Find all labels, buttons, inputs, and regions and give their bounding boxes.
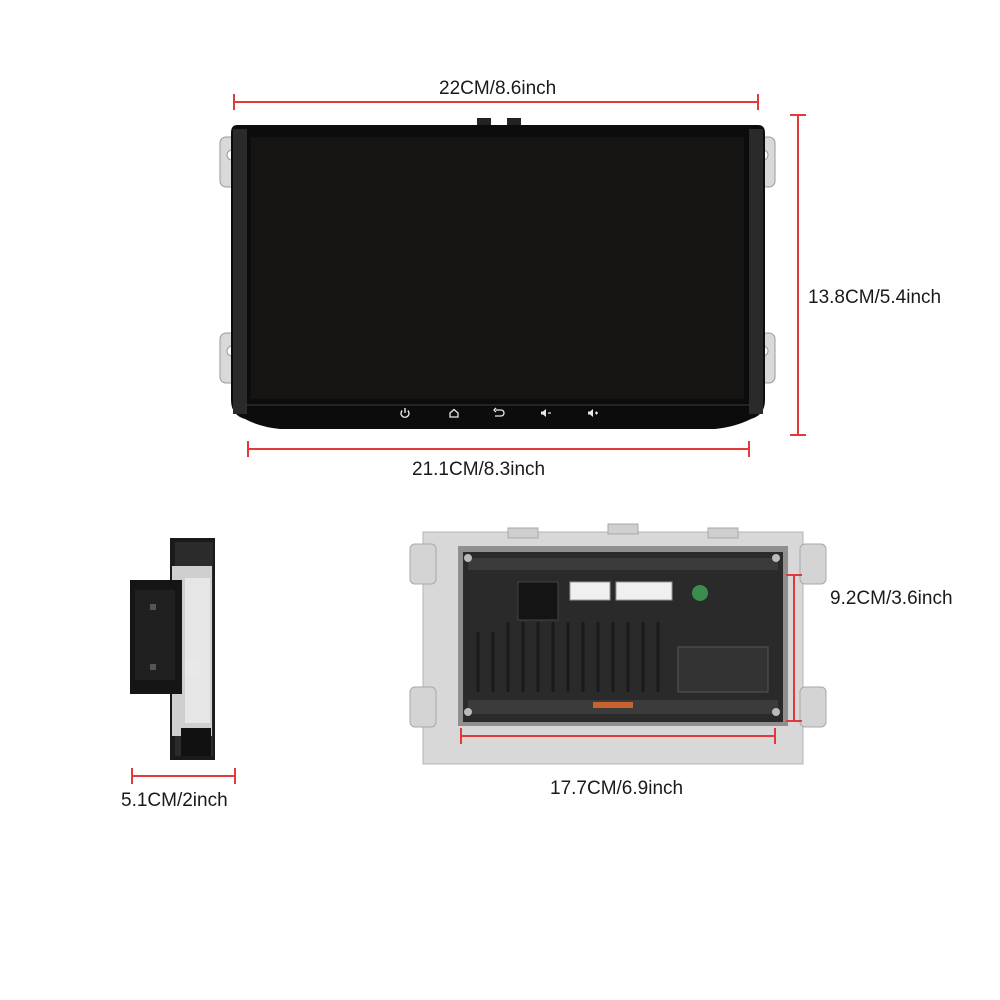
rear-width-line (460, 728, 776, 744)
front-top-width-label: 22CM/8.6inch (439, 78, 557, 99)
rear-width-label: 17.7CM/6.9inch (550, 778, 684, 799)
rear-height-label: 9.2CM/3.6inch (830, 588, 953, 609)
home-icon[interactable] (448, 407, 460, 419)
front-bottom-width-line (247, 441, 750, 457)
side-depth-line (131, 768, 236, 784)
front-height-line (790, 114, 806, 436)
front-height-label: 13.8CM/5.4inch (808, 287, 942, 308)
power-icon[interactable] (399, 407, 411, 419)
back-icon[interactable] (492, 407, 505, 419)
side-depth-label: 5.1CM/2inch (121, 790, 228, 811)
rear-view-unit (409, 523, 827, 765)
front-head-unit (219, 118, 776, 429)
volume-down-icon[interactable] (539, 407, 552, 419)
front-bottom-width-label: 21.1CM/8.3inch (412, 459, 546, 480)
screen (251, 137, 744, 399)
rear-height-line (786, 574, 802, 722)
side-view-unit (130, 538, 215, 760)
volume-up-icon[interactable] (586, 407, 599, 419)
front-top-width-line (233, 94, 759, 110)
